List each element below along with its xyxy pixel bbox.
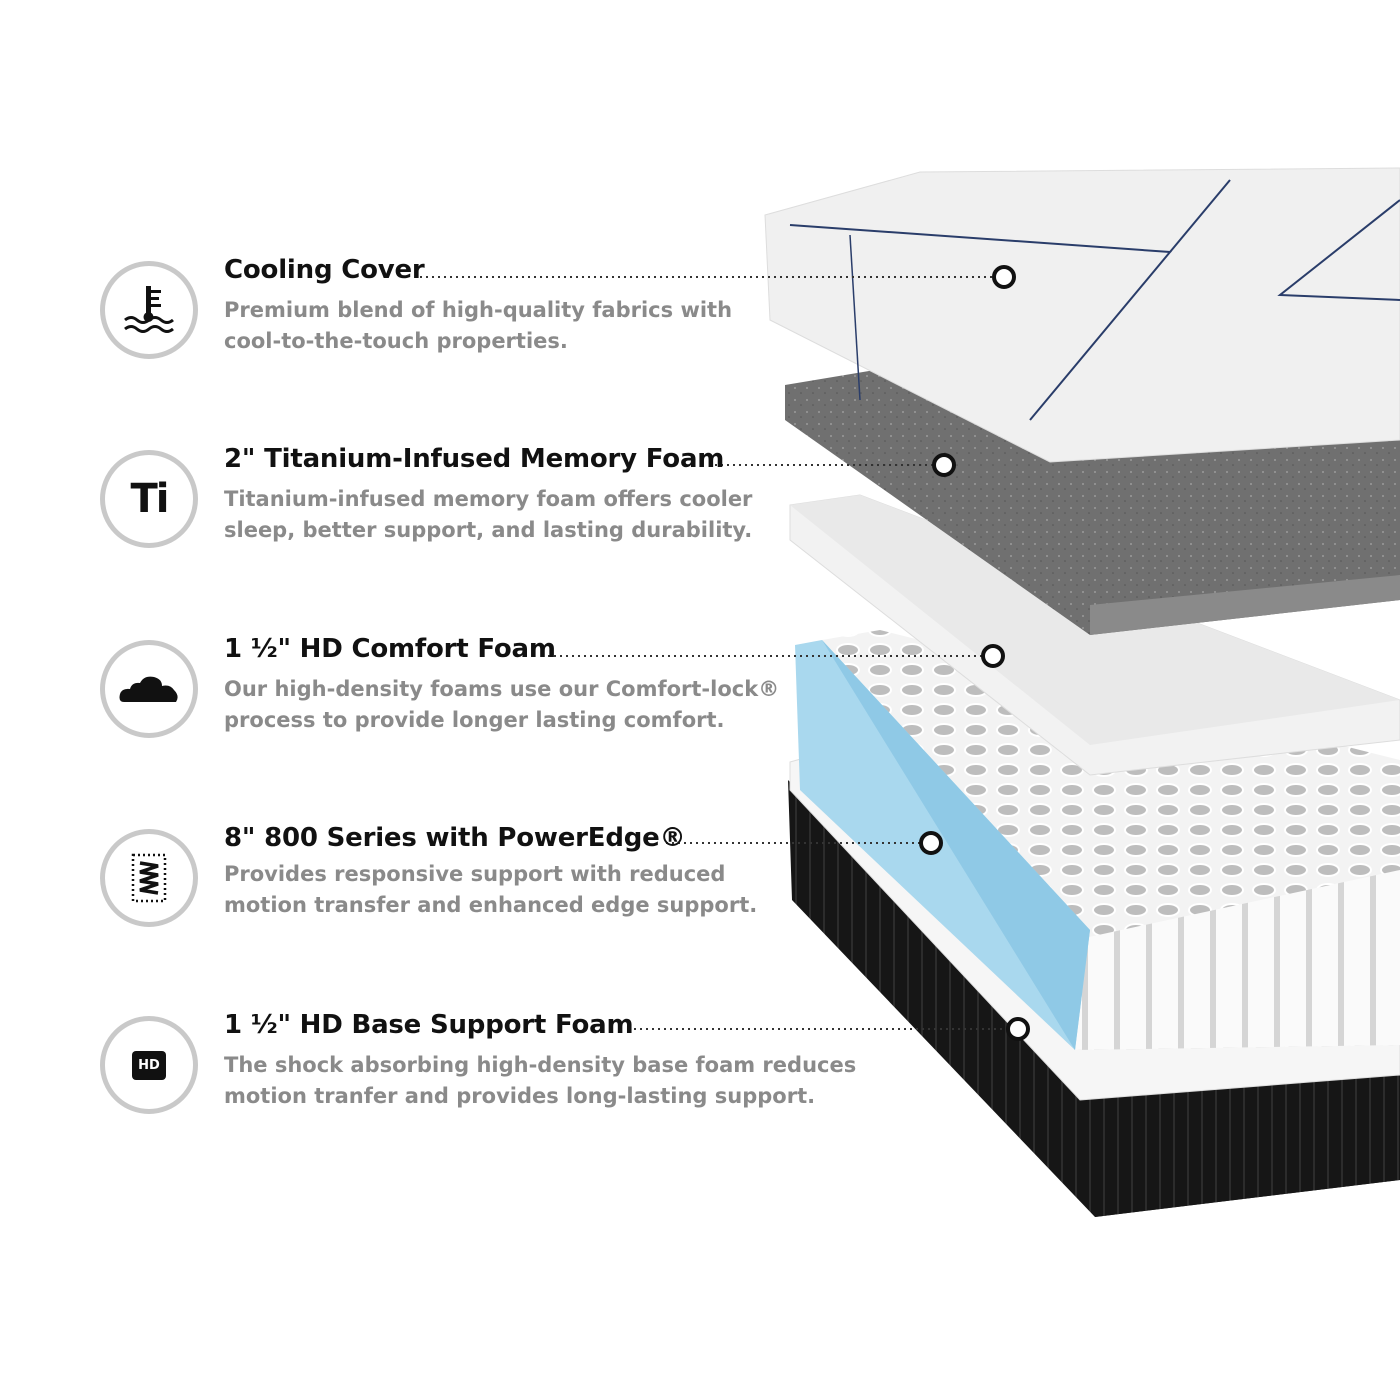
thermometer-water-icon (100, 261, 198, 359)
cooling-cover-layer (764, 167, 1400, 463)
feature-title: 1 ½" HD Comfort Foam (224, 634, 556, 664)
feature-description: Premium blend of high-quality fabrics wi… (224, 298, 733, 353)
feature-titanium-foam: Ti 2" Titanium-Infused Memory Foam Titan… (100, 444, 900, 550)
titanium-icon: Ti (100, 450, 198, 548)
feature-coil-series: 8" 800 Series with PowerEdge® Provides r… (100, 823, 900, 929)
base-layer (788, 780, 1400, 1217)
feature-title: Cooling Cover (224, 255, 425, 285)
callout-dots (919, 265, 1030, 1041)
feature-cooling-cover: Cooling Cover Premium blend of high-qual… (100, 255, 900, 361)
feature-base-foam: HD 1 ½" HD Base Support Foam The shock a… (100, 1010, 900, 1116)
feature-title: 8" 800 Series with PowerEdge® (224, 823, 686, 853)
feature-title: 2" Titanium-Infused Memory Foam (224, 444, 725, 474)
leader-lines (420, 276, 1008, 1030)
cloud-icon (100, 640, 198, 738)
coil-spring-icon (100, 829, 198, 927)
feature-description: Titanium-infused memory foam offers cool… (224, 487, 753, 542)
feature-description: Our high-density foams use our Comfort-l… (224, 677, 780, 732)
feature-description: Provides responsive support with reduced… (224, 862, 758, 917)
feature-comfort-foam: 1 ½" HD Comfort Foam Our high-density fo… (100, 634, 900, 740)
feature-title: 1 ½" HD Base Support Foam (224, 1010, 634, 1040)
hd-badge-icon: HD (100, 1016, 198, 1114)
feature-description: The shock absorbing high-density base fo… (224, 1053, 857, 1108)
